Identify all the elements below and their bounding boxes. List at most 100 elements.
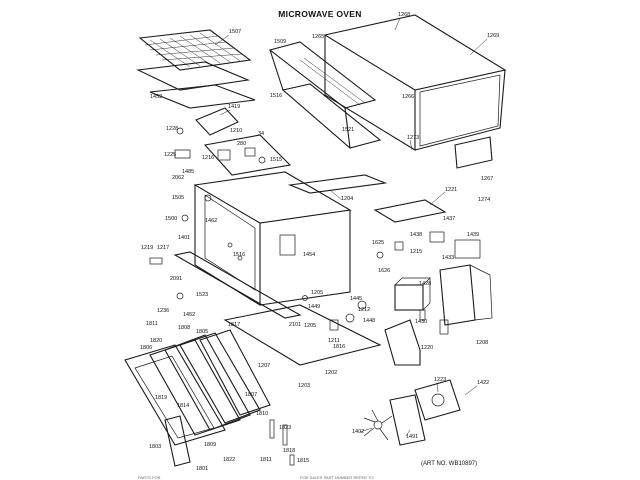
part-label-1491: 1491 xyxy=(406,434,418,440)
part-label-2062: 2062 xyxy=(172,175,184,181)
part-label-1428: 1428 xyxy=(419,281,431,287)
oven-cavity-part xyxy=(193,171,352,306)
part-label-1216: 1216 xyxy=(202,155,214,161)
shelf-part xyxy=(373,199,447,223)
part-label-1205: 1205 xyxy=(311,290,323,296)
part-label-1811: 1811 xyxy=(146,321,158,327)
tray-part xyxy=(149,84,256,109)
door-assembly xyxy=(124,329,271,467)
part-label-34: 34 xyxy=(258,131,264,137)
bottom-strip-part xyxy=(173,251,302,319)
part-label-1265: 1265 xyxy=(312,34,324,40)
part-label-1208: 1208 xyxy=(476,340,488,346)
part-label-1204: 1204 xyxy=(341,196,353,202)
part-label-1820: 1820 xyxy=(150,338,162,344)
part-label-1454: 1454 xyxy=(303,252,315,258)
part-label-1433: 1433 xyxy=(442,255,454,261)
part-labels: 1507 1509 1265 1268 1269 1453 1516 1521 … xyxy=(140,12,499,472)
part-label-1211: 1211 xyxy=(328,338,340,344)
part-label-1816: 1816 xyxy=(333,344,345,350)
part-label-1274: 1274 xyxy=(478,197,490,203)
part-label-1516-top: 1516 xyxy=(270,93,282,99)
part-label-1505: 1505 xyxy=(172,195,184,201)
blower-part xyxy=(414,379,461,421)
part-label-1500: 1500 xyxy=(165,216,177,222)
part-label-1822: 1822 xyxy=(223,457,235,463)
part-label-1818: 1818 xyxy=(283,448,295,454)
part-label-1814: 1814 xyxy=(177,403,189,409)
part-label-1437: 1437 xyxy=(443,216,455,222)
part-label-2091: 2091 xyxy=(170,276,182,282)
part-label-1269: 1269 xyxy=(487,33,499,39)
outer-case-part xyxy=(323,14,507,151)
part-label-1220: 1220 xyxy=(421,345,433,351)
control-parts xyxy=(203,134,388,194)
back-panel-part xyxy=(454,136,493,169)
footer-left-text: PARTS FOR xyxy=(138,475,161,480)
part-label-1215: 1215 xyxy=(410,249,422,255)
leader-lines xyxy=(214,17,488,437)
part-label-1223: 1223 xyxy=(434,377,446,383)
part-label-1515: 1515 xyxy=(270,157,282,163)
part-label-1452: 1452 xyxy=(183,312,195,318)
part-label-1268: 1268 xyxy=(398,12,410,18)
bracket-part xyxy=(439,264,493,326)
part-label-1811-lower: 1811 xyxy=(260,457,272,463)
part-label-1625: 1625 xyxy=(372,240,384,246)
part-label-1273: 1273 xyxy=(407,135,419,141)
part-label-1228: 1228 xyxy=(166,126,178,132)
part-label-1267: 1267 xyxy=(481,176,493,182)
part-label-1823: 1823 xyxy=(279,425,291,431)
part-label-1430: 1430 xyxy=(415,319,427,325)
part-label-1266: 1266 xyxy=(402,94,414,100)
part-label-2101: 2101 xyxy=(289,322,301,328)
part-label-1523: 1523 xyxy=(196,292,208,298)
part-label-1217: 1217 xyxy=(157,245,169,251)
part-label-1219: 1219 xyxy=(141,245,153,251)
part-label-1516-bottom: 1516 xyxy=(233,252,245,258)
fan-part xyxy=(363,394,426,446)
part-label-1439: 1439 xyxy=(467,232,479,238)
part-label-1202: 1202 xyxy=(325,370,337,376)
part-label-1449: 1449 xyxy=(308,304,320,310)
part-label-1819: 1819 xyxy=(155,395,167,401)
part-label-1807: 1807 xyxy=(245,392,257,398)
part-label-1810: 1810 xyxy=(256,411,268,417)
part-label-1203: 1203 xyxy=(298,383,310,389)
footer-middle-text: FOR SALES PART NUMBER REFER TO xyxy=(300,475,374,480)
part-label-1462: 1462 xyxy=(205,218,217,224)
part-label-1401: 1401 xyxy=(178,235,190,241)
part-label-1803: 1803 xyxy=(149,444,161,450)
part-label-1221: 1221 xyxy=(445,187,457,193)
base-plate-part xyxy=(223,304,382,366)
cover-part xyxy=(195,107,239,136)
transformer-part xyxy=(394,277,431,311)
part-label-1419: 1419 xyxy=(228,104,240,110)
part-label-1205-lower: 1205 xyxy=(304,323,316,329)
part-label-1225: 1225 xyxy=(164,152,176,158)
part-label-280: 280 xyxy=(237,141,246,147)
part-label-1801: 1801 xyxy=(196,466,208,472)
part-label-1485: 1485 xyxy=(182,169,194,175)
part-label-1422: 1422 xyxy=(477,380,489,386)
part-label-1212: 1212 xyxy=(358,307,370,313)
diagram-title: MICROWAVE OVEN xyxy=(278,9,362,19)
part-label-1402: 1402 xyxy=(352,429,364,435)
part-label-1236: 1236 xyxy=(157,308,169,314)
part-label-1438: 1438 xyxy=(410,232,422,238)
part-label-1809: 1809 xyxy=(204,442,216,448)
oven-rack-part xyxy=(136,29,252,91)
art-number: (ART NO. WB10897) xyxy=(421,461,478,467)
part-label-1521: 1521 xyxy=(342,127,354,133)
part-label-1445: 1445 xyxy=(350,296,362,302)
part-label-1509: 1509 xyxy=(274,39,286,45)
part-label-1507: 1507 xyxy=(229,29,241,35)
part-label-1815: 1815 xyxy=(297,458,309,464)
part-label-1210: 1210 xyxy=(230,128,242,134)
hinge-parts xyxy=(269,419,295,466)
part-label-1806: 1806 xyxy=(140,345,152,351)
part-label-1448: 1448 xyxy=(363,318,375,324)
duct-part xyxy=(384,319,421,366)
part-label-1207: 1207 xyxy=(258,363,270,369)
